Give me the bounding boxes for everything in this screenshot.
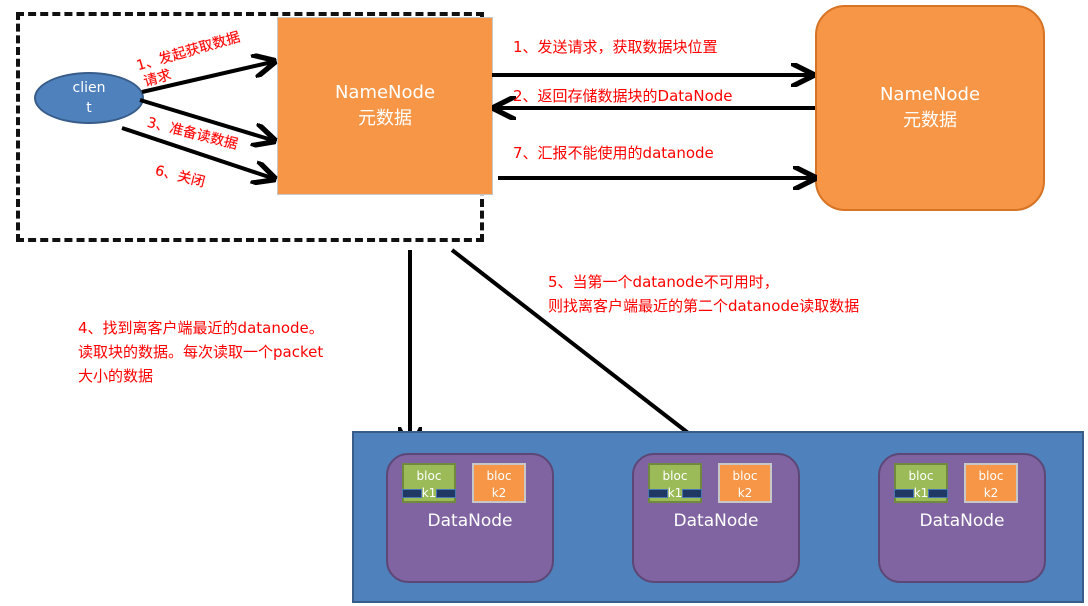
packet-marker: [648, 489, 668, 498]
step4-line3: 大小的数据: [78, 367, 154, 385]
remote-namenode-subtitle: 元数据: [903, 110, 957, 131]
step2-label: 2、返回存储数据块的DataNode: [513, 87, 733, 105]
packet-marker: [682, 489, 702, 498]
block1-line2: k1: [913, 486, 929, 500]
datanode-1-label: DataNode: [427, 511, 513, 531]
step1-label: 1、发送请求，获取数据块位置: [513, 38, 718, 56]
block2-line2: k2: [983, 486, 999, 500]
local-namenode-subtitle: 元数据: [358, 108, 412, 129]
client-node: clien t: [34, 72, 144, 124]
arrow-client-request: [141, 62, 272, 94]
datanode-3-label: DataNode: [919, 511, 1005, 531]
block2-line2: k2: [737, 486, 753, 500]
block2-line2: k2: [491, 486, 507, 500]
block1-line2: k1: [667, 486, 683, 500]
datanode-3-block2: bloc k2: [964, 463, 1018, 503]
datanode-1: bloc k1 bloc k2 DataNode: [386, 453, 554, 583]
datanode-1-block1: bloc k1: [402, 463, 456, 503]
step5-line1: 5、当第一个datanode不可用时，: [548, 273, 779, 291]
block2-line1: bloc: [732, 469, 758, 483]
client-label-line1: clien: [72, 80, 106, 96]
datanode-2-label: DataNode: [673, 511, 759, 531]
datanode-1-block2: bloc k2: [472, 463, 526, 503]
packet-marker: [436, 489, 456, 498]
datanode-2-block2: bloc k2: [718, 463, 772, 503]
step4-line1: 4、找到离客户端最近的datanode。: [78, 319, 324, 337]
step4-line2: 读取块的数据。每次读取一个packet: [78, 343, 324, 361]
step4-annotation: 4、找到离客户端最近的datanode。 读取块的数据。每次读取一个packet…: [78, 316, 324, 388]
block1-line2: k1: [421, 486, 437, 500]
packet-marker: [928, 489, 948, 498]
client-label-line2: t: [86, 100, 92, 116]
step7-label: 7、汇报不能使用的datanode: [513, 144, 714, 162]
block2-line1: bloc: [486, 469, 512, 483]
local-namenode-title: NameNode: [334, 82, 436, 103]
block1-line1: bloc: [908, 469, 934, 483]
block1-line1: bloc: [662, 469, 688, 483]
remote-namenode: NameNode 元数据: [815, 5, 1045, 211]
arrow-client-read: [139, 98, 272, 140]
packet-marker: [894, 489, 914, 498]
arrow-client-close: [121, 126, 272, 178]
remote-namenode-title: NameNode: [879, 84, 981, 105]
packet-marker: [402, 489, 422, 498]
block1-line1: bloc: [416, 469, 442, 483]
arrow-read-second: [450, 248, 714, 453]
datanode-2: bloc k1 bloc k2 DataNode: [632, 453, 800, 583]
step5-line2: 则找离客户端最近的第二个datanode读取数据: [548, 297, 860, 315]
step5-annotation: 5、当第一个datanode不可用时， 则找离客户端最近的第二个datanode…: [548, 270, 859, 318]
datanode-3: bloc k1 bloc k2 DataNode: [878, 453, 1046, 583]
block2-line1: bloc: [978, 469, 1004, 483]
